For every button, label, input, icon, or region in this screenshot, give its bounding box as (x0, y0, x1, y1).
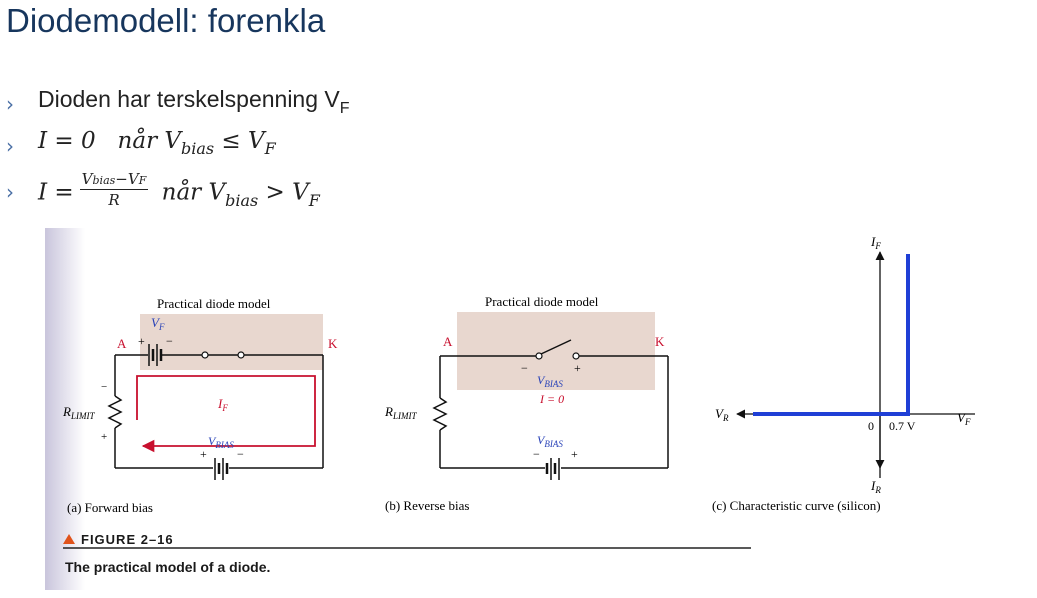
fraction-numerator-sub2: F (138, 174, 147, 187)
switch-contact (572, 352, 580, 360)
label-origin: 0 (868, 419, 874, 433)
panel-reverse-bias: Practical diode model A K − + VBIAS I = … (384, 294, 669, 513)
plus-sign: + (200, 447, 207, 461)
caption-c: (c) Characteristic curve (silicon) (712, 498, 881, 513)
slide-title: Diodemodell: forenkla (6, 2, 326, 39)
bullet-mark: › (6, 180, 14, 204)
panel-forward-bias: Practical diode model (62, 296, 338, 515)
label-if-axis: IF (870, 234, 881, 251)
scan-background (45, 228, 975, 590)
switch-contact (237, 351, 245, 359)
switch-contact (201, 351, 209, 359)
characteristic-curve (753, 254, 910, 416)
plus-sign: + (101, 431, 107, 443)
triangle-icon (63, 534, 75, 544)
fraction-numerator-sub: bias (92, 174, 116, 187)
node-k: K (655, 334, 665, 349)
minus-sign: − (237, 447, 244, 461)
bullet-mark: › (6, 92, 14, 116)
formula-rest: ≤ V (214, 128, 265, 154)
label-vf-axis: VF (957, 410, 971, 427)
switch-contact (535, 352, 543, 360)
label-ir-axis: IR (870, 478, 881, 495)
formula-rest-sub: F (264, 139, 276, 158)
node-k: K (328, 336, 338, 351)
diode-model-box (140, 314, 323, 370)
diode-model-box (457, 312, 655, 390)
switch-open (540, 339, 572, 355)
caption-a: (a) Forward bias (67, 500, 153, 515)
battery-vf (148, 344, 163, 366)
plus-sign: + (571, 447, 578, 461)
plus-sign: + (574, 361, 581, 375)
fraction-numerator-minus: −V (115, 170, 139, 188)
label-vr-axis: VR (715, 406, 729, 423)
current-loop-arrow (136, 375, 316, 453)
fraction-numerator: V (81, 170, 93, 188)
figure-caption: The practical model of a diode. (65, 559, 270, 575)
battery-vbias (214, 458, 229, 480)
formula-zero: I = 0 når V (38, 128, 181, 154)
label-rlimit: RLIMIT (384, 404, 417, 421)
formula-rest-sub: bias (225, 190, 259, 210)
formula-fraction: Vbias−VF R (79, 170, 149, 209)
minus-sign: − (533, 447, 540, 461)
label-vbias: VBIAS (208, 434, 234, 450)
plus-sign: + (138, 334, 145, 348)
resistor-rlimit (432, 397, 448, 431)
formula-lhs: I = (38, 179, 74, 206)
label-vf: VF (151, 315, 165, 332)
fraction-denominator: R (108, 191, 120, 209)
label-rlimit: RLIMIT (62, 404, 95, 421)
node-a: A (117, 336, 127, 351)
figure-number: FIGURE 2–16 (81, 532, 174, 547)
bullet-mark: › (6, 134, 14, 158)
minus-sign: − (101, 381, 107, 393)
node-a: A (443, 334, 453, 349)
battery-vbias-reverse (545, 458, 560, 480)
formula-rest: når V (154, 179, 226, 206)
label-if: IF (217, 396, 228, 413)
formula-rest2: > V (258, 179, 309, 206)
label-knee-voltage: 0.7 V (889, 419, 916, 433)
minus-sign: − (166, 334, 173, 348)
caption-b: (b) Reverse bias (385, 498, 469, 513)
panel-characteristic-curve: IF IR VR VF 0 0.7 V (c) Characteristic c… (712, 234, 975, 513)
page-spine-shadow (45, 228, 85, 590)
resistor-rlimit (107, 395, 123, 429)
label-zero-current: I = 0 (539, 392, 564, 406)
figure-diode-models: Practical diode model (45, 228, 975, 590)
formula-sub: bias (181, 139, 215, 158)
panel-b-heading: Practical diode model (485, 294, 599, 309)
bullet-text: Dioden har terskelspenning V (38, 86, 340, 112)
minus-sign: − (521, 361, 528, 375)
formula-rest2-sub: F (308, 190, 320, 210)
label-vbias-box: VBIAS (537, 373, 563, 389)
label-vbias: VBIAS (537, 433, 563, 449)
panel-a-heading: Practical diode model (157, 296, 271, 311)
bullet-subscript: F (339, 100, 350, 117)
